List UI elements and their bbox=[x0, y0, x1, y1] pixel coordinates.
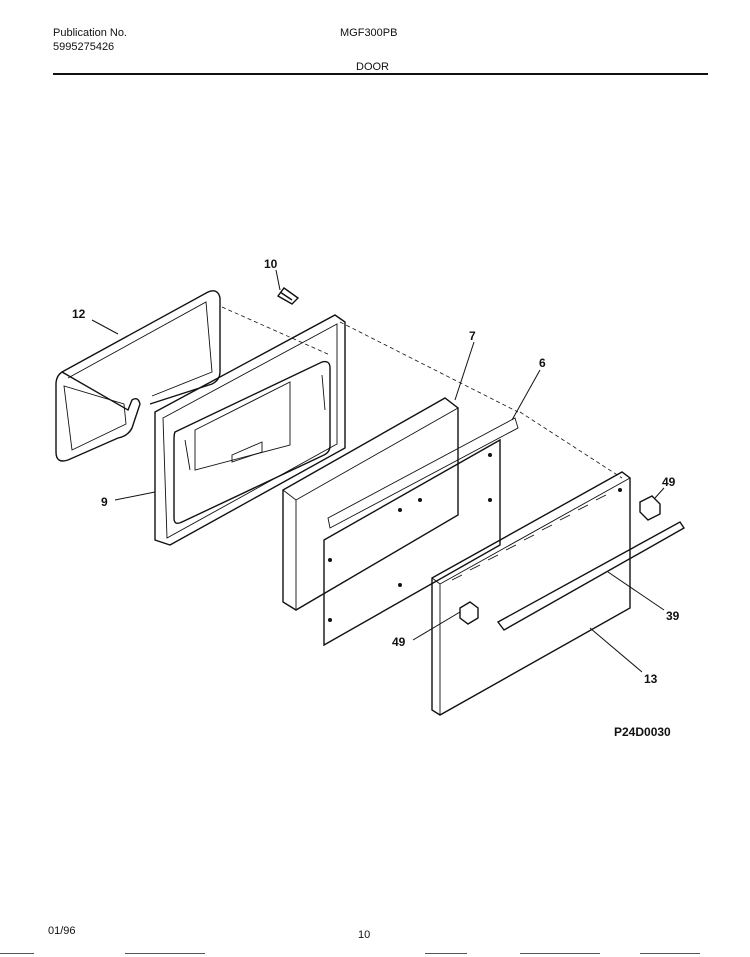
inner-door-frame bbox=[154, 314, 346, 546]
header-rule bbox=[53, 73, 708, 75]
footer-rule bbox=[520, 953, 600, 954]
section-title: DOOR bbox=[356, 61, 389, 73]
callout-gasket: 12 bbox=[72, 307, 86, 321]
publication-number: 5995275426 bbox=[53, 41, 115, 53]
hinge-right bbox=[639, 495, 661, 521]
leader-lines bbox=[91, 269, 665, 673]
callout-hinge-right: 49 bbox=[662, 475, 676, 489]
footer-rule bbox=[425, 953, 467, 954]
model-number: MGF300PB bbox=[340, 27, 398, 39]
callout-liner: 6 bbox=[539, 356, 546, 370]
footer-rule bbox=[125, 953, 205, 954]
callout-inner-door: 9 bbox=[101, 495, 108, 509]
footer-rule bbox=[0, 953, 34, 954]
callout-screw: 10 bbox=[264, 257, 278, 271]
footer-date: 01/96 bbox=[48, 925, 76, 937]
alignment-lines bbox=[221, 306, 623, 479]
screw bbox=[276, 287, 300, 305]
door-liner bbox=[323, 417, 519, 647]
callout-handle: 39 bbox=[666, 609, 680, 623]
door-handle bbox=[496, 521, 685, 631]
outer-door-panel bbox=[431, 471, 631, 716]
door-gasket bbox=[55, 290, 221, 462]
callout-hinge-left: 49 bbox=[392, 635, 406, 649]
callout-outer-panel: 13 bbox=[644, 672, 658, 686]
page-number: 10 bbox=[358, 929, 371, 941]
door-insulation bbox=[282, 397, 459, 611]
callout-insulation: 7 bbox=[469, 329, 476, 343]
hinge-left bbox=[459, 601, 479, 625]
footer-rule bbox=[640, 953, 700, 954]
publication-label: Publication No. bbox=[53, 27, 127, 39]
diagram-reference-code: P24D0030 bbox=[614, 725, 671, 739]
